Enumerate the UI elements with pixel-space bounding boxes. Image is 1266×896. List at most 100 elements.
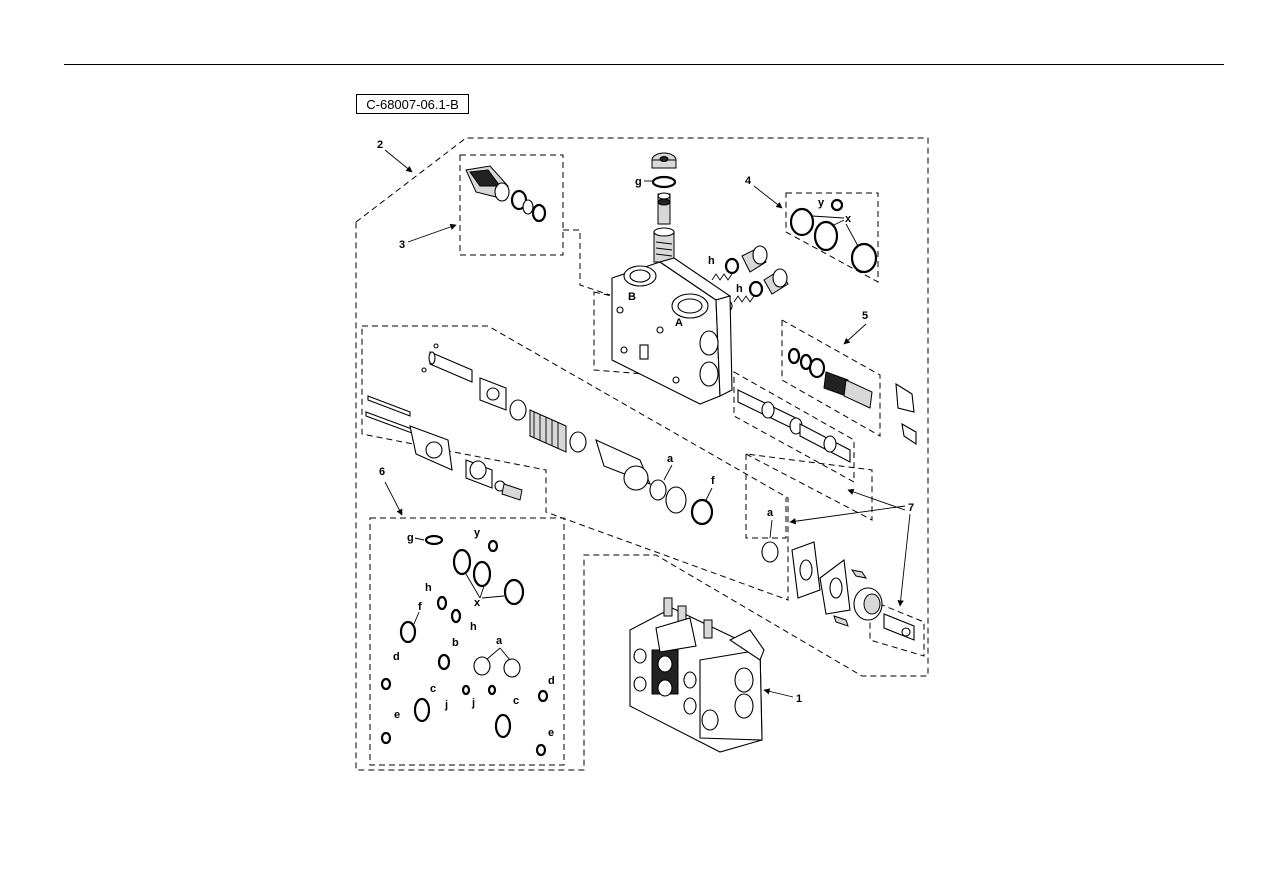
check-spring-upper	[711, 273, 733, 281]
letter-a-spool: a	[667, 453, 674, 465]
oring-b-kit6	[437, 653, 451, 671]
oring-g-kit6	[424, 534, 444, 546]
letter-d-kit6b: d	[548, 675, 555, 687]
port-mark-a: A	[675, 317, 683, 329]
oring-3b	[531, 203, 547, 223]
oring-j-kit6a	[461, 684, 471, 696]
stem-top	[657, 192, 671, 225]
oring-j-kit6b	[487, 684, 497, 696]
letter-j-kit6a: j	[444, 699, 448, 711]
letter-g-top: g	[635, 176, 642, 188]
letter-y-kit4: y	[818, 197, 825, 209]
oring-c-kit6b	[494, 713, 512, 739]
kit-2-outline	[355, 137, 929, 771]
letter-h-lower: h	[736, 283, 743, 295]
callout-6: 6	[379, 466, 385, 478]
letter-h-kit6a: h	[425, 582, 432, 594]
kit-4-outline	[785, 192, 879, 283]
ring-a-kit7	[761, 541, 779, 563]
body-section-outline	[593, 291, 721, 381]
cap-inner-outline	[745, 454, 787, 539]
oring-5c	[808, 357, 826, 379]
seal-ring-spool	[509, 399, 527, 421]
letter-g-kit6: g	[407, 532, 414, 544]
spring-seat	[569, 431, 587, 453]
letter-x-kit6: x	[474, 597, 481, 609]
oring-x3-kit4	[850, 242, 878, 274]
oring-e-kit6a	[380, 731, 392, 745]
kit-3-outline	[459, 154, 564, 256]
backup-ring-3	[522, 199, 534, 215]
ring-a-kit6b	[503, 658, 521, 678]
callout-2: 2	[377, 139, 383, 151]
oring-x1-kit6	[452, 548, 472, 576]
letter-f-spool: f	[711, 475, 715, 487]
callout-3: 3	[399, 239, 405, 251]
spool-end-cap	[853, 587, 883, 621]
relief-cartridge-5	[823, 371, 873, 409]
oring-h-upper	[724, 257, 740, 275]
cap-right-outline	[869, 599, 925, 657]
valve-body-section	[611, 257, 733, 405]
backup-ring-spool	[665, 486, 687, 514]
letter-h-kit6b: h	[470, 621, 477, 633]
oring-x1-kit4	[789, 207, 815, 237]
oring-x2-kit6	[472, 560, 492, 588]
letter-h-upper: h	[708, 255, 715, 267]
callout-4: 4	[745, 175, 752, 187]
callout-7: 7	[908, 502, 914, 514]
gasket-plate-1	[791, 541, 821, 599]
letter-c-kit6b: c	[513, 695, 519, 707]
letter-a-kit6: a	[496, 635, 503, 647]
oring-y-kit6	[487, 539, 499, 553]
plug-top	[651, 152, 677, 169]
letter-b-kit6: b	[452, 637, 459, 649]
check-plug-lower	[763, 268, 789, 295]
cap-screw-upper	[850, 569, 868, 579]
letter-a-kit7: a	[767, 507, 774, 519]
oring-e-kit6b	[535, 743, 547, 757]
oring-h-kit6b	[450, 608, 462, 624]
oring-x2-kit4	[813, 220, 839, 252]
letter-e-kit6a: e	[394, 709, 400, 721]
letter-e-kit6b: e	[548, 727, 554, 739]
kit-5-outline	[781, 319, 881, 437]
oring-x3-kit6	[503, 578, 525, 606]
header-rule	[64, 64, 1224, 65]
spool-eye-end	[883, 613, 915, 641]
letter-j-kit6b: j	[471, 697, 475, 709]
oring-5a	[787, 347, 801, 365]
cap-section-outline	[745, 453, 873, 521]
check-spring-lower	[733, 295, 755, 303]
oring-d-kit6b	[537, 689, 549, 703]
detent-sleeve	[465, 459, 493, 489]
spool-end-clip	[895, 382, 917, 446]
oring-f-kit6	[399, 620, 417, 644]
oring-y-kit4	[830, 198, 844, 212]
ring-a-spool	[649, 479, 667, 501]
valve-assembly-complete	[629, 597, 765, 753]
figure-id-label: C-68007-06.1-B	[356, 94, 469, 114]
oring-d-kit6a	[380, 677, 392, 691]
letter-y-kit6: y	[474, 527, 481, 539]
letter-c-kit6a: c	[430, 683, 436, 695]
cap-screw-lower	[833, 615, 849, 627]
spool-shaft-upper	[421, 343, 473, 383]
oring-c-kit6a	[413, 697, 431, 723]
callout-1: 1	[796, 693, 802, 705]
callout-5: 5	[862, 310, 868, 322]
spool-spring	[529, 409, 567, 453]
oring-f-spool	[690, 498, 714, 526]
letter-x-kit4: x	[845, 213, 852, 225]
port-mark-b: B	[628, 291, 636, 303]
spool-housing	[595, 438, 652, 491]
spool-right-outline	[733, 371, 855, 483]
detent-spring	[501, 483, 523, 501]
spool-assembly-right	[737, 389, 851, 463]
oring-h-lower	[748, 280, 764, 298]
gasket-plate-2	[819, 558, 851, 615]
end-cap-bottom	[409, 425, 453, 471]
oring-h-kit6a	[436, 595, 448, 611]
spring-cartridge-top	[653, 227, 675, 263]
